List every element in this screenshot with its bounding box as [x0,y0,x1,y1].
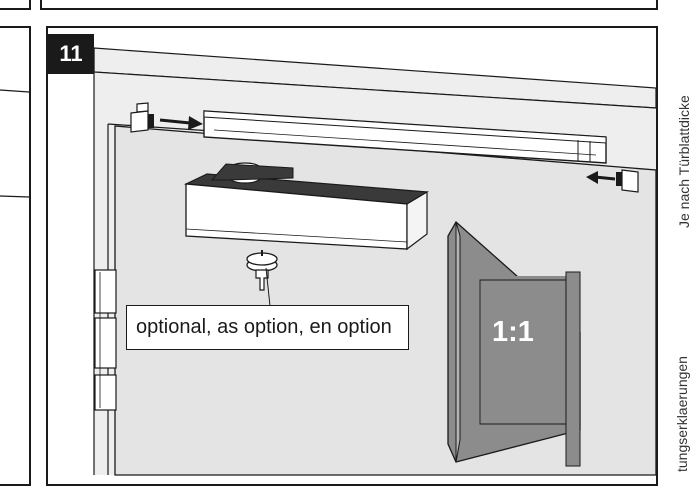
scale-label: 1:1 [492,316,534,348]
left-step-frame [0,26,31,486]
margin-text-top: Je nach Türblattdicke [676,95,692,228]
optional-callout-text: optional, as option, en option [136,316,392,338]
margin-text-bottom: tungserklaerungen [674,356,690,472]
optional-callout: optional, as option, en option [126,305,409,350]
step-number-badge: 11 [48,34,94,74]
previous-step-frame-right [40,0,658,10]
previous-step-frame-left [0,0,31,10]
